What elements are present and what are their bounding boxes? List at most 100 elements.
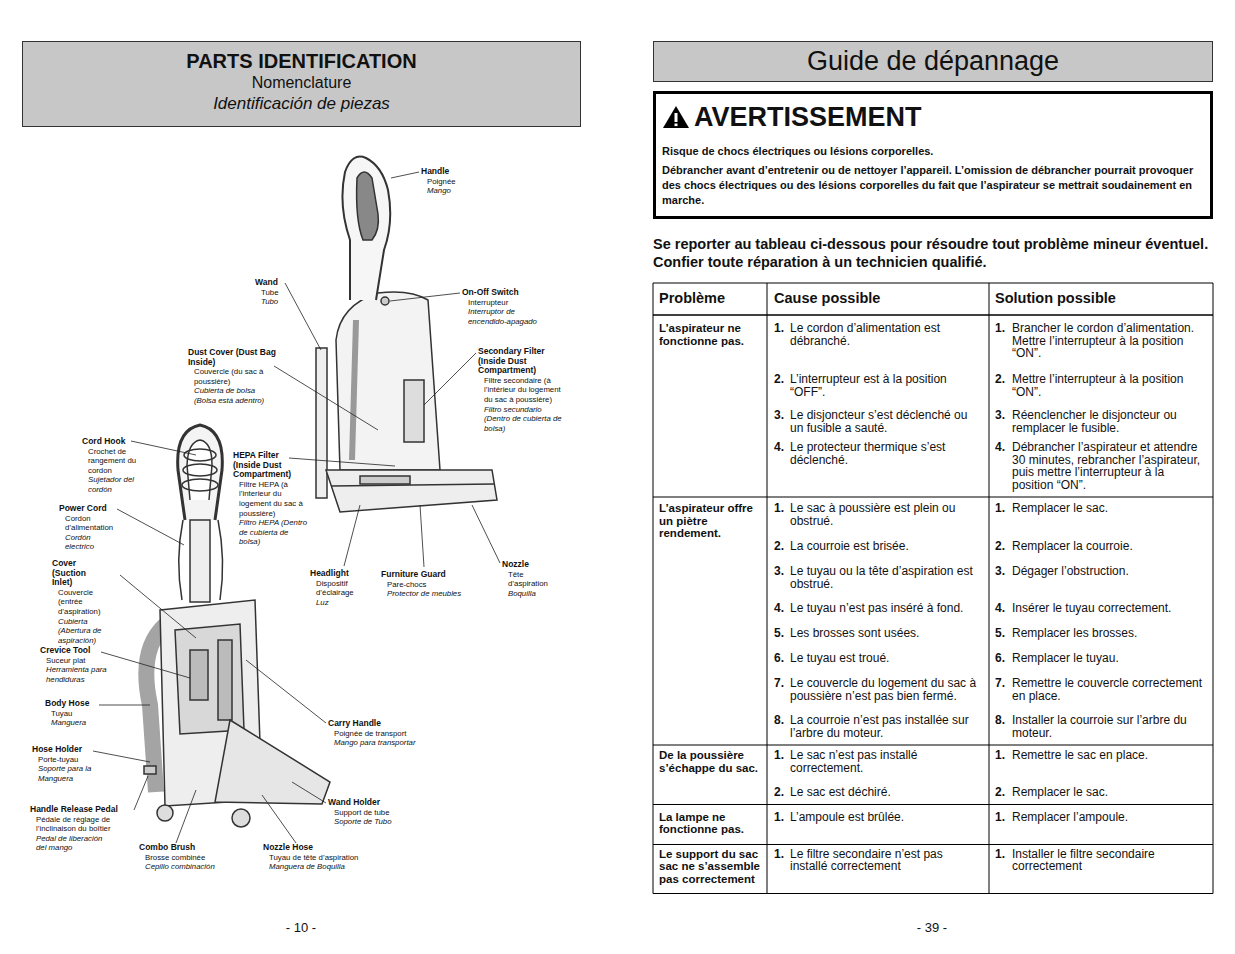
part-name-es: Soporte de Tubo	[334, 817, 392, 827]
part-name-es: Manguera	[51, 718, 86, 728]
item-number: 1.	[995, 848, 1005, 861]
part-name-fr: Brosse combinée	[145, 853, 205, 863]
table-cell: Brancher le cordon d’alimentation. Mettr…	[1012, 322, 1208, 360]
table-cell: Remettre le couvercle correctement en pl…	[1012, 677, 1208, 702]
table-cell: La courroie n’est pas installée sur l’ar…	[790, 714, 982, 739]
item-number: 3.	[774, 565, 784, 578]
title-band: PARTS IDENTIFICATIONNomenclatureIdentifi…	[22, 41, 581, 127]
part-name: Wand Holder	[328, 798, 380, 808]
part-name-fr: Tuyau	[51, 709, 72, 719]
part-name: Nozzle Hose	[263, 843, 313, 853]
table-cell: Insérer le tuyau correctement.	[1012, 602, 1208, 615]
table-rule	[653, 314, 1213, 316]
part-name-es: Boquilla	[508, 589, 536, 599]
table-cell: Le cordon d’alimentation est débranché.	[790, 322, 982, 347]
item-number: 2.	[995, 540, 1005, 553]
item-number: 5.	[774, 627, 784, 640]
table-rule	[767, 283, 768, 894]
table-cell: Le sac est déchiré.	[790, 786, 982, 799]
table-cell: De la poussière s’échappe du sac.	[659, 749, 761, 774]
table-rule	[653, 893, 1213, 894]
table-cell: Installer le filtre secondaire correctem…	[1012, 848, 1208, 873]
part-name: Power Cord	[59, 504, 107, 514]
part-name: Crevice Tool	[40, 646, 90, 656]
warning-heading: AVERTISSEMENT	[694, 100, 922, 134]
item-number: 6.	[995, 652, 1005, 665]
part-name-fr: Poignée de transport	[334, 729, 406, 739]
table-cell: Remplacer la courroie.	[1012, 540, 1208, 553]
warning-text: Risque de chocs électriques ou lésions c…	[662, 144, 1204, 159]
part-name: Body Hose	[45, 699, 89, 709]
table-header: Problème	[659, 290, 725, 306]
part-name-es: Cubierta (Abertura de aspiración)	[58, 617, 120, 646]
item-number: 3.	[995, 409, 1005, 422]
intro-text: Se reporter au tableau ci-dessous pour r…	[653, 235, 1218, 271]
part-name-fr: Dispositif d’éclairage	[316, 579, 376, 598]
title-text: Guide de dépannage	[664, 44, 1202, 78]
part-name-fr: Porte-tuyau	[38, 755, 78, 765]
table-header: Cause possible	[774, 290, 880, 306]
part-name: Wand	[255, 278, 278, 288]
table-rule	[653, 745, 1213, 746]
title-band: Guide de dépannage	[653, 41, 1213, 82]
item-number: 1.	[995, 811, 1005, 824]
part-name-es: Pedal de liberación del mango	[36, 834, 111, 853]
part-name-es: Luz	[316, 598, 329, 608]
part-name-es: Soporte para la Manguera	[38, 764, 98, 783]
part-name: Headlight	[310, 569, 349, 579]
part-name-fr: Filtre HEPA (à l’interieur du logement d…	[239, 480, 311, 518]
table-cell: Remplacer les brosses.	[1012, 627, 1208, 640]
table-cell: Mettre l’interrupteur à la position “ON”…	[1012, 373, 1208, 398]
leader-lines	[93, 172, 500, 843]
item-number: 2.	[774, 373, 784, 386]
table-cell: Le sac n’est pas installé correctement.	[790, 749, 982, 774]
item-number: 1.	[995, 322, 1005, 335]
part-name-fr: Couvercle (entrée d’aspiration)	[58, 588, 118, 617]
item-number: 8.	[995, 714, 1005, 727]
item-number: 2.	[995, 373, 1005, 386]
table-header: Solution possible	[995, 290, 1116, 306]
part-name-fr: Filtre secondaire (à l’intérieur du loge…	[484, 376, 562, 405]
table-cell: L’aspirateur ne fonctionne pas.	[659, 322, 761, 347]
warning-box: AVERTISSEMENT Risque de chocs électriques…	[653, 91, 1213, 219]
table-cell: Le sac à poussière est plein ou obstrué.	[790, 502, 982, 527]
table-rule	[653, 283, 654, 894]
table-cell: Le filtre secondaire n’est pas installé …	[790, 848, 982, 873]
table-rule	[653, 804, 1213, 805]
item-number: 1.	[995, 749, 1005, 762]
part-name-fr: Tête d’aspiration	[508, 570, 558, 589]
item-number: 2.	[774, 786, 784, 799]
part-name-es: Filtro secundario (Dentro de cubierta de…	[484, 405, 566, 434]
part-name-fr: Pare-chocs	[387, 580, 426, 590]
table-cell: L’interrupteur est à la position “OFF”.	[790, 373, 982, 398]
table-cell: Le support du sac sac ne s’assemble pas …	[659, 848, 761, 886]
part-name-fr: Couvercle (du sac à poussière)	[194, 367, 279, 386]
table-cell: Réenclencher le disjoncteur ou remplacer…	[1012, 409, 1208, 434]
part-name-es: Tubo	[261, 297, 278, 307]
part-name: Hose Holder	[32, 745, 82, 755]
item-number: 1.	[774, 749, 784, 762]
table-cell: Le tuyau n’est pas inséré à fond.	[790, 602, 982, 615]
part-name: Carry Handle	[328, 719, 381, 729]
item-number: 7.	[774, 677, 784, 690]
table-cell: Le protecteur thermique s’est déclenché.	[790, 441, 982, 466]
table-rule	[653, 844, 1213, 845]
part-name: Dust Cover (Dust Bag Inside)	[188, 348, 278, 367]
part-name-es: Mango	[427, 186, 451, 196]
part-name-es: Sujetador del cordón	[88, 475, 140, 494]
part-name-fr: Pédale de réglage de l’inclinaison du bo…	[36, 815, 141, 834]
part-name: On-Off Switch	[462, 288, 519, 298]
item-number: 2.	[774, 540, 784, 553]
part-name-es: Manguera de Boquilla	[269, 862, 345, 872]
part-name-fr: Cordon d’alimentation	[65, 514, 125, 533]
page-number: - 39 -	[917, 920, 947, 935]
item-number: 4.	[774, 441, 784, 454]
table-cell: Remettre le sac en place.	[1012, 749, 1208, 762]
table-cell: La lampe ne fonctionne pas.	[659, 811, 761, 836]
part-name: Combo Brush	[139, 843, 195, 853]
part-name-fr: Tuyau de tête d’aspiration	[269, 853, 358, 863]
table-cell: La courroie est brisée.	[790, 540, 982, 553]
part-name: Cover (Suction Inlet)	[52, 559, 102, 588]
part-name: Handle Release Pedal	[30, 805, 118, 815]
table-cell: Débrancher l’aspirateur et attendre 30 m…	[1012, 441, 1208, 491]
